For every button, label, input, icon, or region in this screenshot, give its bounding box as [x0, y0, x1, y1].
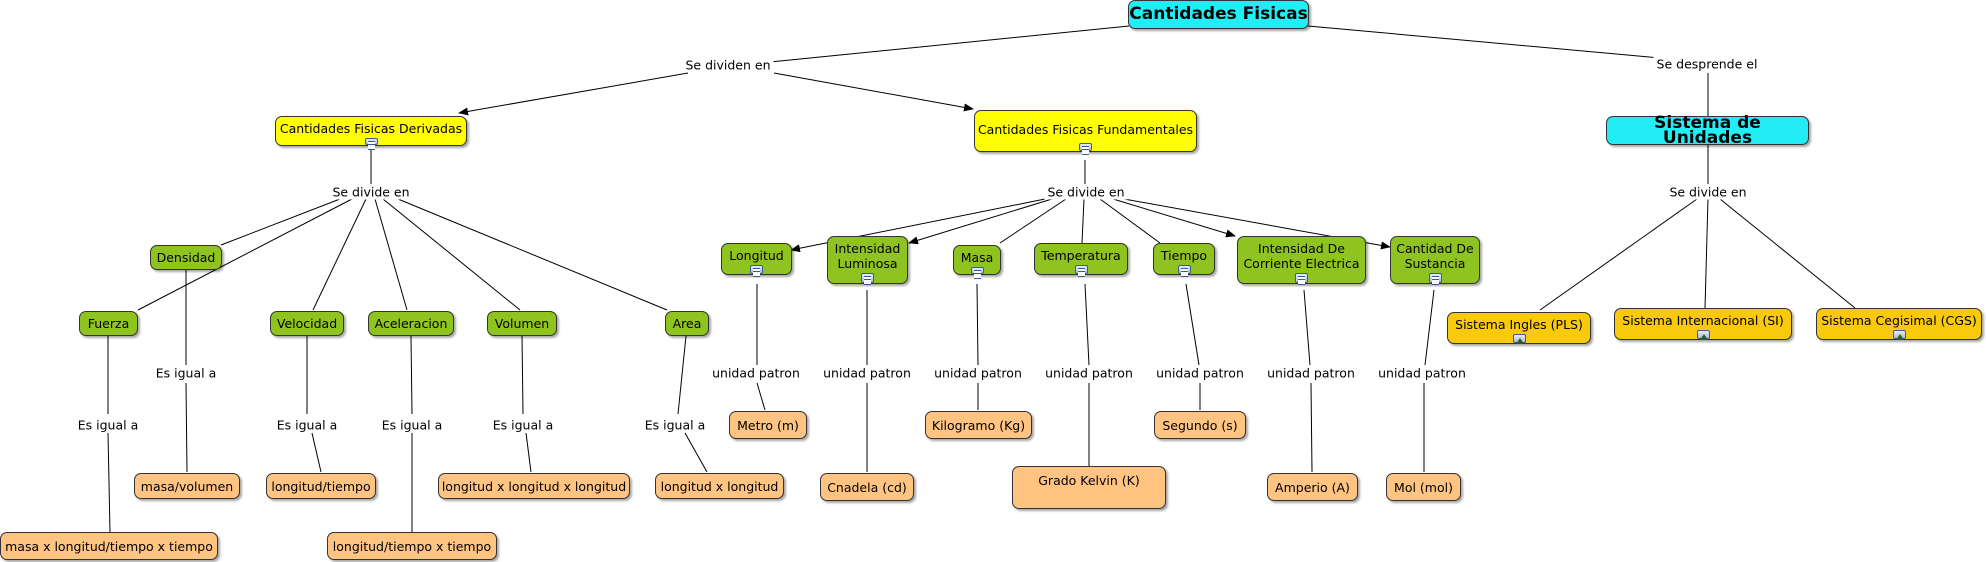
node-masa-volumen[interactable]: masa/volumen: [134, 473, 240, 499]
link-unidad-patron: unidad patron: [1264, 365, 1358, 381]
link-unidad-patron: unidad patron: [709, 365, 803, 381]
node-masa-long-tiempo[interactable]: masa x longitud/tiempo x tiempo: [0, 532, 218, 560]
link-unidad-patron: unidad patron: [1375, 365, 1469, 381]
link-unidad-patron: unidad patron: [1042, 365, 1136, 381]
node-temperatura[interactable]: Temperatura: [1034, 243, 1128, 277]
node-label: Sistema Internacional (SI): [1622, 313, 1784, 328]
node-cantidades-fisicas[interactable]: Cantidades Fisicas: [1128, 0, 1309, 29]
node-label: Mol (mol): [1394, 479, 1453, 495]
node-aceleracion[interactable]: Aceleracion: [368, 311, 454, 336]
node-label: Fuerza: [87, 316, 130, 331]
link-se-divide-en: Se divide en: [1666, 184, 1750, 200]
node-label: masa x longitud/tiempo x tiempo: [5, 538, 213, 554]
node-lxl[interactable]: longitud x longitud: [655, 473, 784, 499]
node-label: Velocidad: [276, 316, 338, 331]
link-es-igual-a: Es igual a: [489, 417, 557, 433]
node-label: Densidad: [156, 250, 216, 265]
node-label: Cantidades Fisicas Fundamentales: [977, 122, 1194, 137]
document-icon[interactable]: [1079, 143, 1092, 155]
node-label: Intensidad Luminosa: [834, 241, 901, 271]
node-label: Intensidad De Corriente Electrica: [1243, 241, 1360, 271]
node-label: Kilogramo (Kg): [931, 417, 1026, 433]
node-label: Grado Kelvin (K): [1038, 473, 1140, 488]
node-label: Cantidad De Sustancia: [1396, 241, 1474, 271]
link-es-igual-a: Es igual a: [641, 417, 709, 433]
node-tiempo[interactable]: Tiempo: [1153, 243, 1215, 277]
document-icon[interactable]: [1074, 265, 1088, 277]
node-label: Sistema Cegisimal (CGS): [1821, 313, 1977, 328]
node-sistema-cegesimal[interactable]: Sistema Cegisimal (CGS): [1816, 308, 1982, 340]
document-icon[interactable]: [750, 265, 763, 277]
image-icon[interactable]: [1696, 330, 1710, 340]
node-sistema-unidades[interactable]: Sistema de Unidades: [1606, 112, 1809, 148]
link-se-divide-en: Se divide en: [329, 184, 413, 200]
node-label: Cantidades Fisicas: [1129, 4, 1308, 24]
link-unidad-patron: unidad patron: [931, 365, 1025, 381]
node-label: longitud x longitud x longitud: [441, 478, 627, 494]
link-se-desprende-el: Se desprende el: [1653, 56, 1761, 72]
node-label: longitud x longitud: [660, 478, 779, 494]
node-label: Longitud: [729, 248, 784, 263]
node-label: Masa: [960, 250, 994, 265]
node-velocidad[interactable]: Velocidad: [270, 311, 344, 336]
document-icon[interactable]: [1177, 265, 1191, 277]
node-cantidad-sustancia[interactable]: Cantidad De Sustancia: [1390, 236, 1480, 285]
node-mol[interactable]: Mol (mol): [1386, 473, 1461, 501]
node-kilogramo[interactable]: Kilogramo (Kg): [925, 411, 1032, 439]
node-longitud[interactable]: Longitud: [721, 243, 792, 277]
node-label: longitud/tiempo: [271, 478, 371, 494]
node-sistema-internacional[interactable]: Sistema Internacional (SI): [1614, 308, 1792, 340]
node-kelvin[interactable]: Grado Kelvin (K): [1012, 466, 1166, 509]
document-icon[interactable]: [970, 267, 984, 279]
node-long-tiempo-tiempo[interactable]: longitud/tiempo x tiempo: [327, 532, 497, 560]
node-sistema-ingles[interactable]: Sistema Ingles (PLS): [1447, 312, 1591, 344]
node-label: Amperio (A): [1275, 479, 1350, 495]
link-es-igual-a: Es igual a: [74, 417, 142, 433]
link-se-divide-en: Se divide en: [1044, 184, 1128, 200]
node-masa[interactable]: Masa: [953, 245, 1001, 279]
link-es-igual-a: Es igual a: [378, 417, 446, 433]
link-es-igual-a: Es igual a: [273, 417, 341, 433]
node-candela[interactable]: Cnadela (cd): [820, 473, 914, 501]
document-icon[interactable]: [1295, 273, 1308, 285]
node-area[interactable]: Area: [665, 311, 709, 336]
link-se-dividen-en: Se dividen en: [682, 57, 774, 73]
node-label: Area: [672, 316, 702, 331]
link-es-igual-a: Es igual a: [152, 365, 220, 381]
node-densidad[interactable]: Densidad: [150, 245, 222, 270]
image-icon[interactable]: [1892, 330, 1906, 340]
node-longitud-tiempo[interactable]: longitud/tiempo: [266, 473, 376, 499]
node-label: Cantidades Fisicas Derivadas: [279, 121, 463, 136]
document-icon[interactable]: [1428, 273, 1442, 285]
link-unidad-patron: unidad patron: [1153, 365, 1247, 381]
node-label: masa/volumen: [140, 478, 234, 494]
document-icon[interactable]: [861, 273, 874, 285]
node-label: Sistema de Unidades: [1654, 112, 1761, 148]
node-label: longitud/tiempo x tiempo: [332, 538, 492, 554]
node-label: Temperatura: [1041, 248, 1121, 263]
node-label: Cnadela (cd): [827, 479, 907, 495]
node-fundamentales[interactable]: Cantidades Fisicas Fundamentales: [974, 110, 1197, 155]
node-label: Volumen: [494, 316, 550, 331]
node-metro[interactable]: Metro (m): [729, 411, 807, 439]
node-label: Aceleracion: [374, 316, 448, 331]
node-volumen[interactable]: Volumen: [487, 311, 557, 336]
node-intensidad-corriente[interactable]: Intensidad De Corriente Electrica: [1237, 236, 1366, 285]
image-icon[interactable]: [1512, 334, 1526, 344]
document-icon[interactable]: [364, 138, 378, 150]
node-amperio[interactable]: Amperio (A): [1267, 473, 1358, 501]
node-fuerza[interactable]: Fuerza: [79, 311, 138, 336]
node-derivadas[interactable]: Cantidades Fisicas Derivadas: [275, 116, 467, 150]
node-lxlxl[interactable]: longitud x longitud x longitud: [438, 473, 630, 499]
node-label: Metro (m): [737, 417, 799, 433]
node-intensidad-luminosa[interactable]: Intensidad Luminosa: [827, 236, 908, 285]
node-segundo[interactable]: Segundo (s): [1154, 411, 1246, 439]
node-label: Sistema Ingles (PLS): [1455, 317, 1583, 332]
node-label: Tiempo: [1160, 248, 1208, 263]
link-unidad-patron: unidad patron: [820, 365, 914, 381]
node-label: Segundo (s): [1162, 417, 1238, 433]
